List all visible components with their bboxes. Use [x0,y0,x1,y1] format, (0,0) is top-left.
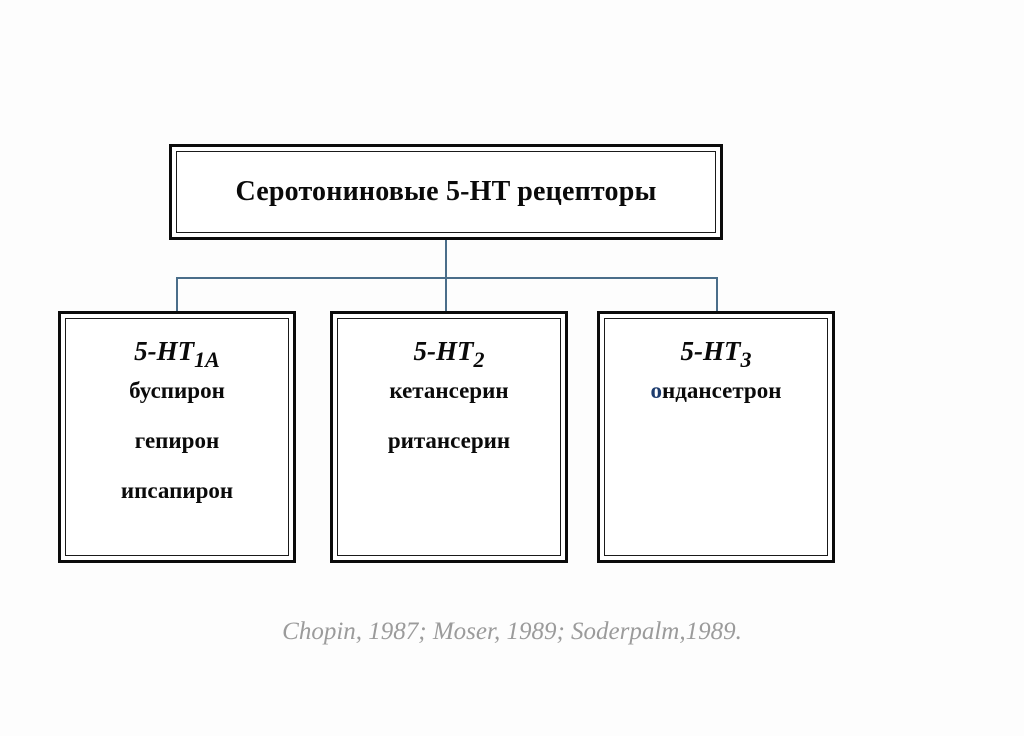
node-ht1a-title-base: 5-HT [134,336,195,366]
connector-drop-ht1a [176,277,178,313]
drug-item: ипсапирон [120,477,234,503]
node-ht3-title-subscript: 3 [740,347,752,373]
node-ht1a: 5-HT1A буспирон гепирон ипсапирон [58,311,296,563]
node-ht3-title-base: 5-HT [680,336,741,366]
node-ht1a-title-subscript: 1A [194,347,220,373]
node-ht2-inner: 5-HT2 кетансерин ритансерин [337,318,561,556]
node-ht3-inner: 5-HT3 ондансетрон [604,318,828,556]
connector-drop-ht3 [716,277,718,313]
node-root-inner: Серотониновые 5-HT рецепторы [176,151,716,233]
node-ht2-title-base: 5-HT [413,336,474,366]
drug-item: буспирон [129,377,225,403]
node-ht2: 5-HT2 кетансерин ритансерин [330,311,568,563]
drug-item: кетансерин [389,377,509,403]
drug-remainder: ндансетрон [662,377,782,403]
root-title: Серотониновые 5-HT рецепторы [235,176,657,207]
connector-drop-ht2 [445,277,447,313]
drug-item: ритансерин [387,427,511,453]
connector-root-stem [445,239,447,279]
node-ht2-drug-list: кетансерин ритансерин [338,379,560,479]
drug-item: гепирон [134,427,220,453]
node-ht3-title: 5-HT3 [680,336,752,370]
node-ht2-title: 5-HT2 [413,336,485,370]
node-ht2-title-subscript: 2 [473,347,485,373]
connector-bracket [176,277,718,279]
node-ht3: 5-HT3 ондансетрон [597,311,835,563]
drug-item: ондансетрон [651,379,782,402]
drug-initial-highlight: о [650,377,663,403]
source-caption: Chopin, 1987; Moser, 1989; Soderpalm,198… [282,618,742,645]
node-ht1a-drug-list: буспирон гепирон ипсапирон [66,379,288,529]
node-ht1a-inner: 5-HT1A буспирон гепирон ипсапирон [65,318,289,556]
node-root-receptors: Серотониновые 5-HT рецепторы [169,144,723,240]
node-ht1a-title: 5-HT1A [134,336,220,370]
node-ht3-drug-list: ондансетрон [605,379,827,429]
